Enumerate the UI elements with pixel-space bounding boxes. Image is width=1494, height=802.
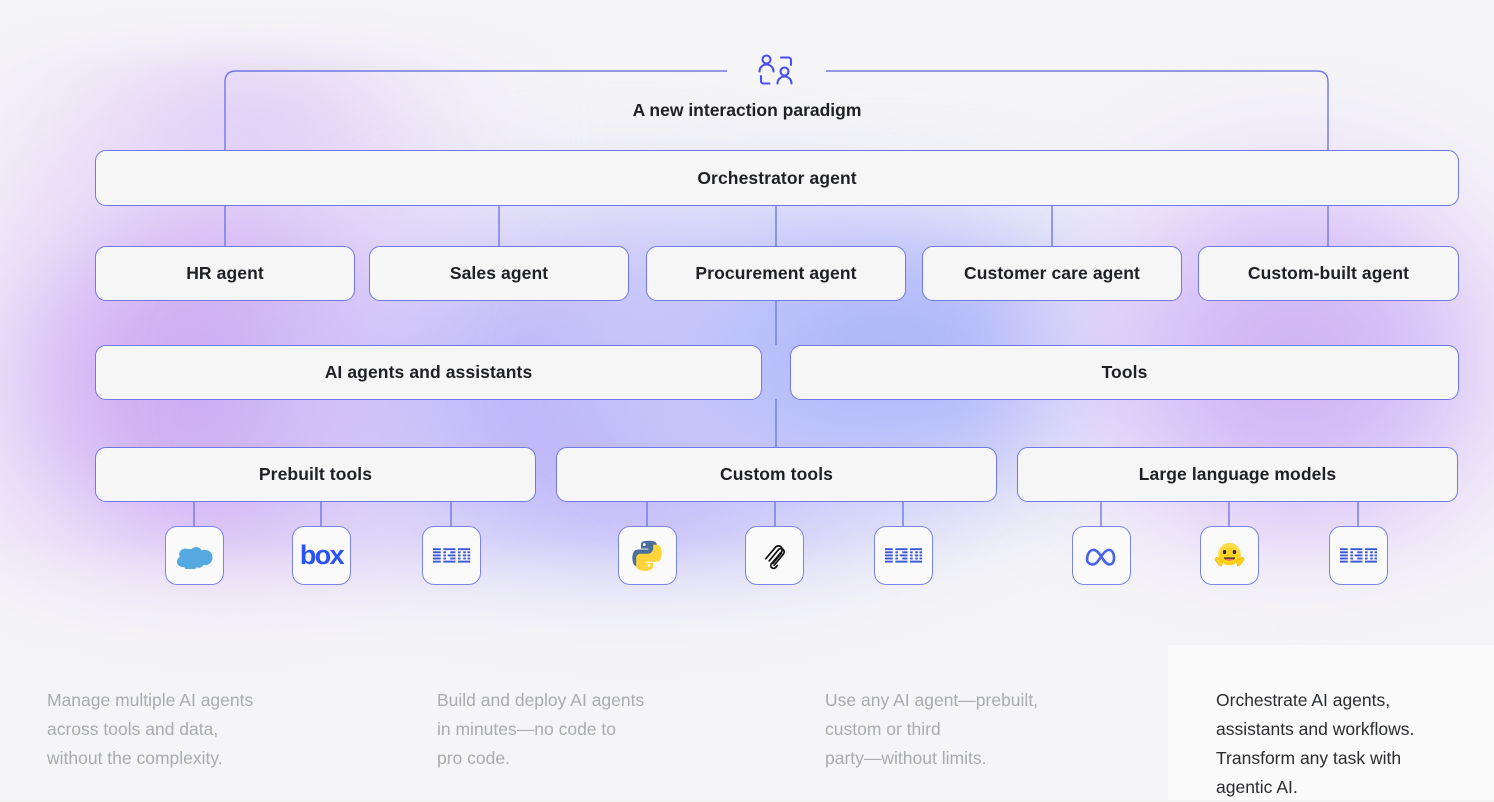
meta-logo <box>1084 546 1120 566</box>
logo-tile-ibm-custom[interactable] <box>874 526 933 585</box>
node-label: Procurement agent <box>695 263 857 283</box>
node-label: Orchestrator agent <box>697 167 857 188</box>
users-scan-icon <box>755 52 797 90</box>
logo-tile-langchain[interactable] <box>745 526 804 585</box>
python-logo <box>632 540 663 571</box>
node-customer-care-agent[interactable]: Customer care agent <box>922 246 1182 301</box>
node-procurement-agent[interactable]: Procurement agent <box>646 246 906 301</box>
node-label: Prebuilt tools <box>258 464 373 484</box>
logo-tile-huggingface[interactable] <box>1200 526 1259 585</box>
node-label: HR agent <box>186 263 264 283</box>
caption-use-any-agent: Use any AI agent—prebuilt, custom or thi… <box>825 690 1039 768</box>
langchain-logo <box>759 540 790 571</box>
node-tools[interactable]: Tools <box>790 345 1459 400</box>
node-large-language-models[interactable]: Large language models <box>1017 447 1458 502</box>
logo-tile-meta[interactable] <box>1072 526 1131 585</box>
caption-orchestrate-highlight: Orchestrate AI agents, assistants and wo… <box>1216 690 1415 797</box>
node-label: Custom-built agent <box>1247 263 1410 283</box>
node-prebuilt-tools[interactable]: Prebuilt tools <box>95 447 536 502</box>
paradigm-label: A new interaction paradigm <box>632 100 862 120</box>
caption-manage-agents: Manage multiple AI agents across tools a… <box>47 690 254 768</box>
logo-tile-ibm-llm[interactable] <box>1329 526 1388 585</box>
node-label: Large language models <box>1138 464 1337 484</box>
node-ai-agents-and-assistants[interactable]: AI agents and assistants <box>95 345 762 400</box>
node-label: Sales agent <box>449 263 549 283</box>
node-label: Custom tools <box>719 464 833 484</box>
node-orchestrator-agent[interactable]: Orchestrator agent <box>95 150 1459 206</box>
ibm-logo <box>1339 547 1378 564</box>
huggingface-logo <box>1213 540 1246 571</box>
node-label: Customer care agent <box>964 263 1140 283</box>
node-label: AI agents and assistants <box>324 362 533 382</box>
node-label: Tools <box>1101 362 1148 382</box>
salesforce-logo <box>176 543 213 569</box>
logo-tile-salesforce[interactable] <box>165 526 224 585</box>
logo-tile-box[interactable]: box <box>292 526 351 585</box>
node-sales-agent[interactable]: Sales agent <box>369 246 629 301</box>
ibm-logo <box>884 547 923 564</box>
node-custom-tools[interactable]: Custom tools <box>556 447 997 502</box>
box-logo: box <box>299 540 345 570</box>
node-hr-agent[interactable]: HR agent <box>95 246 355 301</box>
logo-tile-python[interactable] <box>618 526 677 585</box>
node-custom-built-agent[interactable]: Custom-built agent <box>1198 246 1459 301</box>
logo-tile-ibm-prebuilt[interactable] <box>422 526 481 585</box>
ibm-logo <box>432 547 471 564</box>
caption-build-deploy: Build and deploy AI agents in minutes—no… <box>437 690 645 768</box>
bg-fade-top <box>0 0 1494 70</box>
highlight-panel <box>1168 645 1494 800</box>
